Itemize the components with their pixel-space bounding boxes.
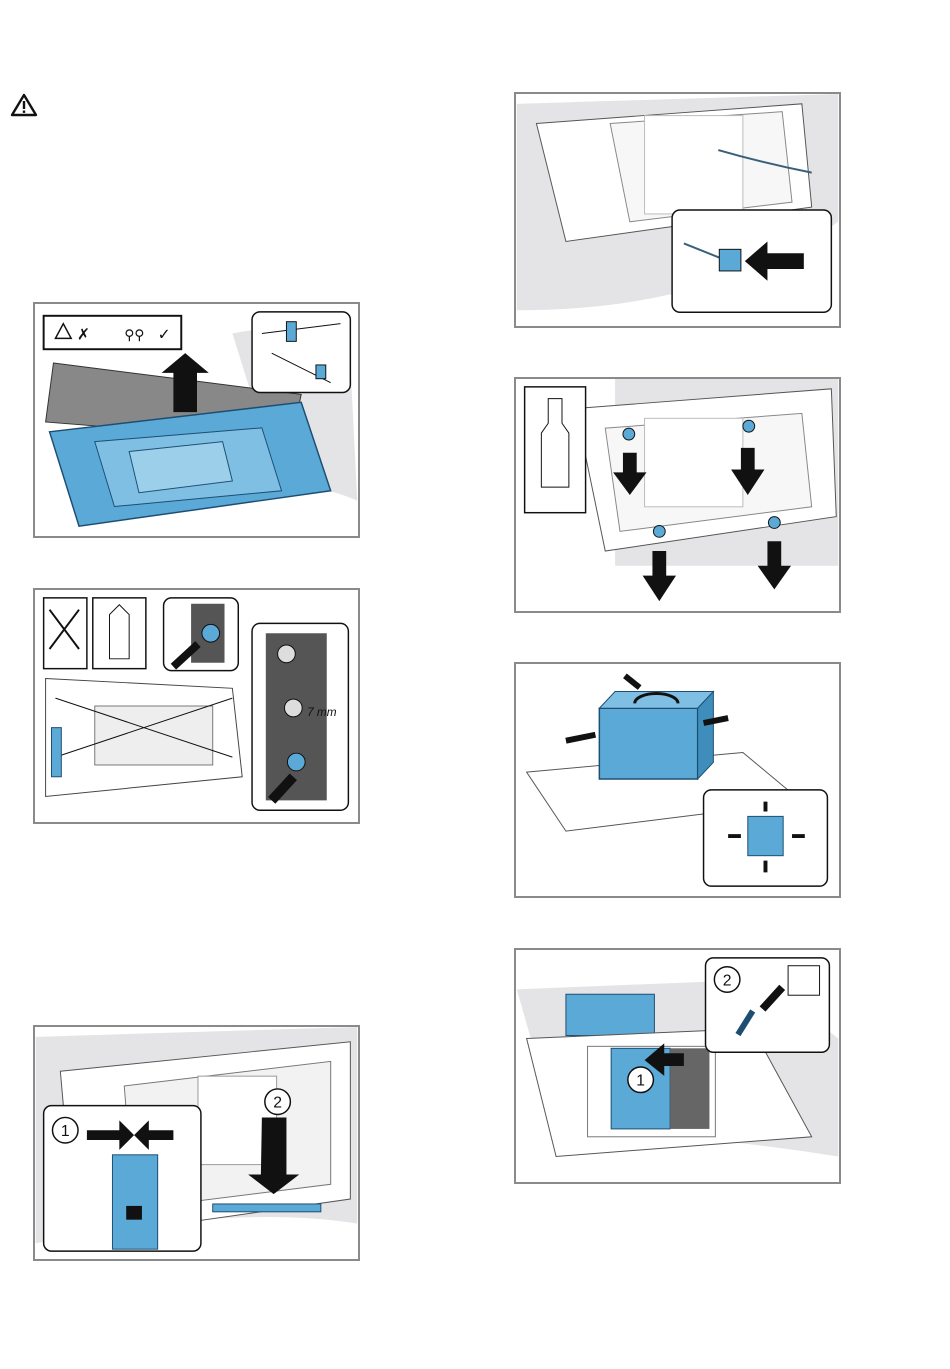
svg-text:⚲⚲: ⚲⚲ (124, 327, 144, 342)
warning-triangle-icon (10, 93, 38, 117)
unlock-icon (126, 1206, 142, 1220)
illustration-screws (514, 377, 841, 613)
motor-box (599, 708, 697, 779)
tool-forbidden-icon (44, 598, 87, 669)
illustration-connect-cable (514, 92, 841, 328)
screwdriver-bit-icon (93, 598, 146, 669)
step-2-label: 2 (273, 1095, 282, 1112)
illustration-lift-hood: ✗ ✓ ⚲⚲ (33, 302, 360, 538)
svg-text:✗: ✗ (77, 326, 90, 343)
step-2-label-b: 2 (723, 972, 732, 989)
socket-icon (788, 966, 819, 995)
svg-text:✓: ✓ (158, 326, 171, 343)
illustration-mount-brackets: 7 mm (33, 588, 360, 824)
illustration-plug-power: 1 2 (514, 948, 841, 1184)
dimension-label: 7 mm (307, 706, 337, 719)
step-1-label: 1 (61, 1123, 70, 1140)
step-1-label-b: 1 (636, 1073, 645, 1090)
illustration-remove-filter: 2 1 (33, 1025, 360, 1261)
illustration-position-motor (514, 662, 841, 898)
